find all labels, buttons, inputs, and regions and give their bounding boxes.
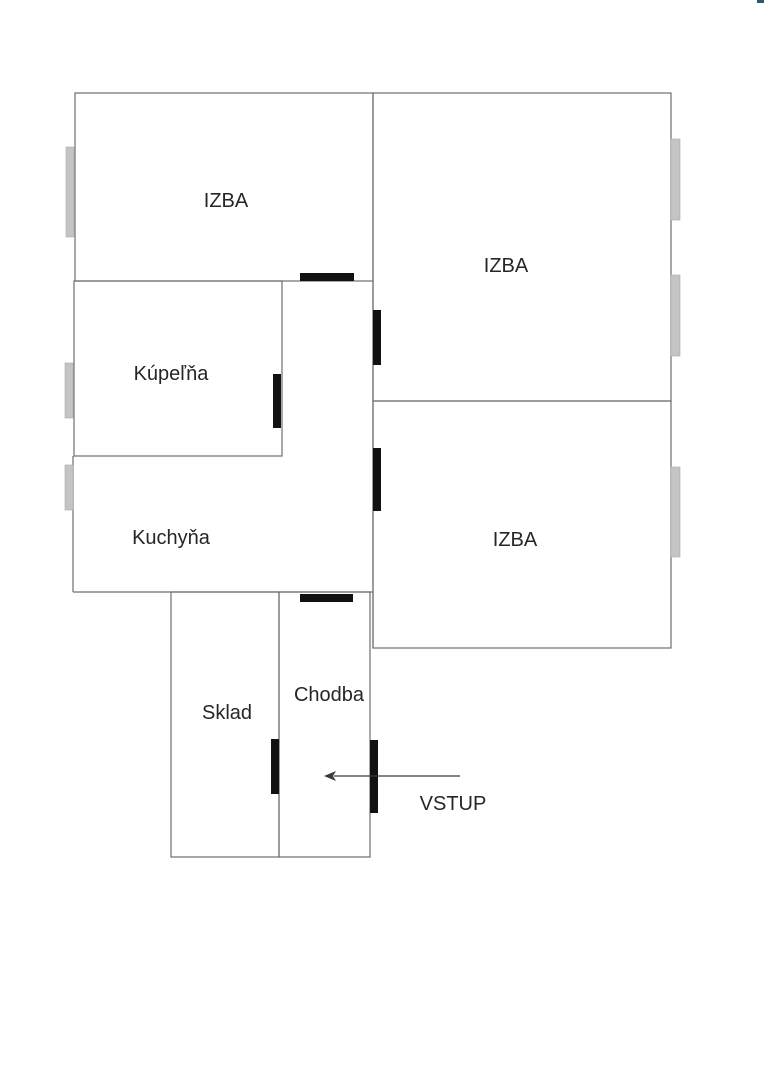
room-label-izba-top-right: IZBA bbox=[484, 255, 529, 277]
room-label-kuchyna: Kuchyňa bbox=[132, 527, 211, 549]
entrance-arrow bbox=[324, 771, 460, 781]
room-label-izba-top-left: IZBA bbox=[204, 190, 249, 212]
wall-izba-right bbox=[372, 400, 672, 649]
corner-mark bbox=[757, 0, 764, 3]
door-izba-right bbox=[373, 448, 381, 511]
door-kuchyna bbox=[300, 594, 353, 602]
room-label-kupelna: Kúpeľňa bbox=[134, 363, 210, 385]
wall-izba-top-right bbox=[372, 92, 672, 402]
wall-sklad bbox=[170, 591, 280, 858]
arrow-head-icon bbox=[324, 771, 336, 781]
windows bbox=[64, 138, 681, 558]
door-izba-top-left bbox=[300, 273, 354, 281]
room-label-izba-right: IZBA bbox=[493, 529, 538, 551]
door-izba-top-right bbox=[373, 310, 381, 365]
window-kuchyna bbox=[64, 464, 74, 511]
entrance-label: VSTUP bbox=[420, 793, 487, 815]
window-izba-top-right-1 bbox=[670, 138, 681, 221]
room-label-sklad: Sklad bbox=[202, 702, 252, 724]
window-izba-top-left bbox=[65, 146, 75, 238]
room-label-chodba: Chodba bbox=[294, 684, 365, 706]
wall-izba-top-left bbox=[74, 92, 374, 282]
window-izba-top-right-2 bbox=[670, 274, 681, 357]
wall-kupelna bbox=[73, 280, 283, 457]
door-kupelna bbox=[273, 374, 281, 428]
wall-chodba bbox=[278, 591, 371, 858]
doors bbox=[271, 273, 381, 813]
door-sklad bbox=[271, 739, 279, 794]
window-kupelna bbox=[64, 362, 74, 419]
window-izba-right bbox=[670, 466, 681, 558]
